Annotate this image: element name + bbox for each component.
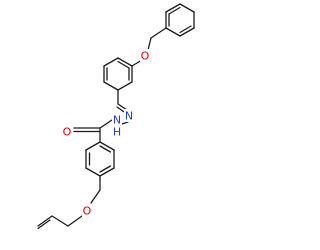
bond-ring-o-2 [90, 189, 101, 204]
bond-ring-c [85, 167, 101, 177]
atom-h-amide: H [112, 126, 122, 139]
atom-o-carbonyl: O [62, 125, 72, 139]
bond-benzyl-ch2 [147, 37, 152, 51]
bond-ring-c [85, 141, 101, 151]
bond-ring-b [117, 81, 133, 91]
atom-label-n: N [113, 114, 121, 127]
atom-n-imine: N [124, 109, 134, 123]
bond-ring-c [99, 167, 115, 177]
atom-label-o: O [141, 50, 150, 63]
bond-ring-a [179, 27, 195, 37]
bond-benzyl-ch2 [150, 27, 167, 39]
atom-label-n: N [125, 110, 133, 123]
bond-ring-a [165, 27, 181, 37]
atom-label-h: H [113, 126, 121, 139]
atom-label-o: O [63, 126, 72, 139]
bond-ring-a [165, 3, 181, 13]
bond-ring-c [99, 141, 115, 151]
bond-ring-c-inner [99, 165, 112, 173]
atom-label-o: O [83, 205, 92, 218]
atom-o-benzyl-ether: O [140, 49, 150, 63]
bond-ring-b [103, 81, 119, 91]
bond-ring-b-inner [117, 60, 130, 69]
bond-imine-double-2 [116, 106, 126, 114]
bond-ch2-ch [51, 215, 69, 227]
bond-n-c-amide [99, 119, 113, 129]
bond-ring-a [179, 3, 195, 13]
bond-n-n [121, 121, 129, 125]
atom-o-allyl-ether: O [82, 204, 92, 218]
atom-label-layer: O N N H O O [62, 49, 150, 218]
bond-o-ch2 [67, 215, 83, 227]
bond-ring-a-inner [168, 6, 181, 15]
bond-allyl-double-2 [37, 219, 51, 230]
bond-ring-b [103, 57, 119, 67]
molecule-structure: O N N H O O [37, 3, 195, 230]
bond-ring-a-inner [179, 25, 192, 34]
bond-ring-c-inner [99, 145, 112, 153]
atom-n-amide: N [112, 113, 122, 127]
bond-ring-b [117, 57, 133, 67]
bond-allyl-double [37, 215, 53, 227]
